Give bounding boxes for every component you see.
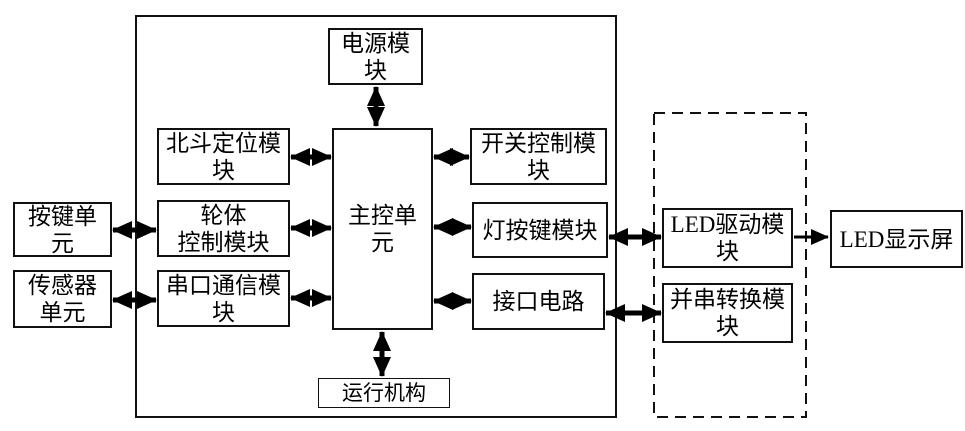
node-main-control-unit: 主控单 元 [332, 128, 433, 330]
node-interface-circuit: 接口电路 [472, 273, 605, 330]
node-power-module: 电源模 块 [328, 28, 423, 85]
node-wheel-control-module: 轮体 控制模块 [157, 200, 290, 257]
node-beidou-module: 北斗定位模 块 [157, 128, 290, 185]
node-run-mechanism: 运行机构 [318, 378, 450, 408]
node-switch-control-module: 开关控制模 块 [470, 128, 607, 185]
node-sensor-unit: 传感器 单元 [13, 270, 112, 328]
node-light-key-module: 灯按键模块 [472, 202, 608, 258]
main-unit-frame [135, 15, 617, 418]
node-parallel-serial-module: 并串转换模 块 [662, 283, 793, 343]
led-section-frame [653, 112, 807, 418]
node-key-unit: 按键单 元 [13, 202, 112, 257]
node-led-screen: LED显示屏 [830, 210, 963, 268]
node-serial-comm-module: 串口通信模 块 [157, 270, 290, 327]
node-led-driver-module: LED驱动模 块 [662, 208, 793, 268]
